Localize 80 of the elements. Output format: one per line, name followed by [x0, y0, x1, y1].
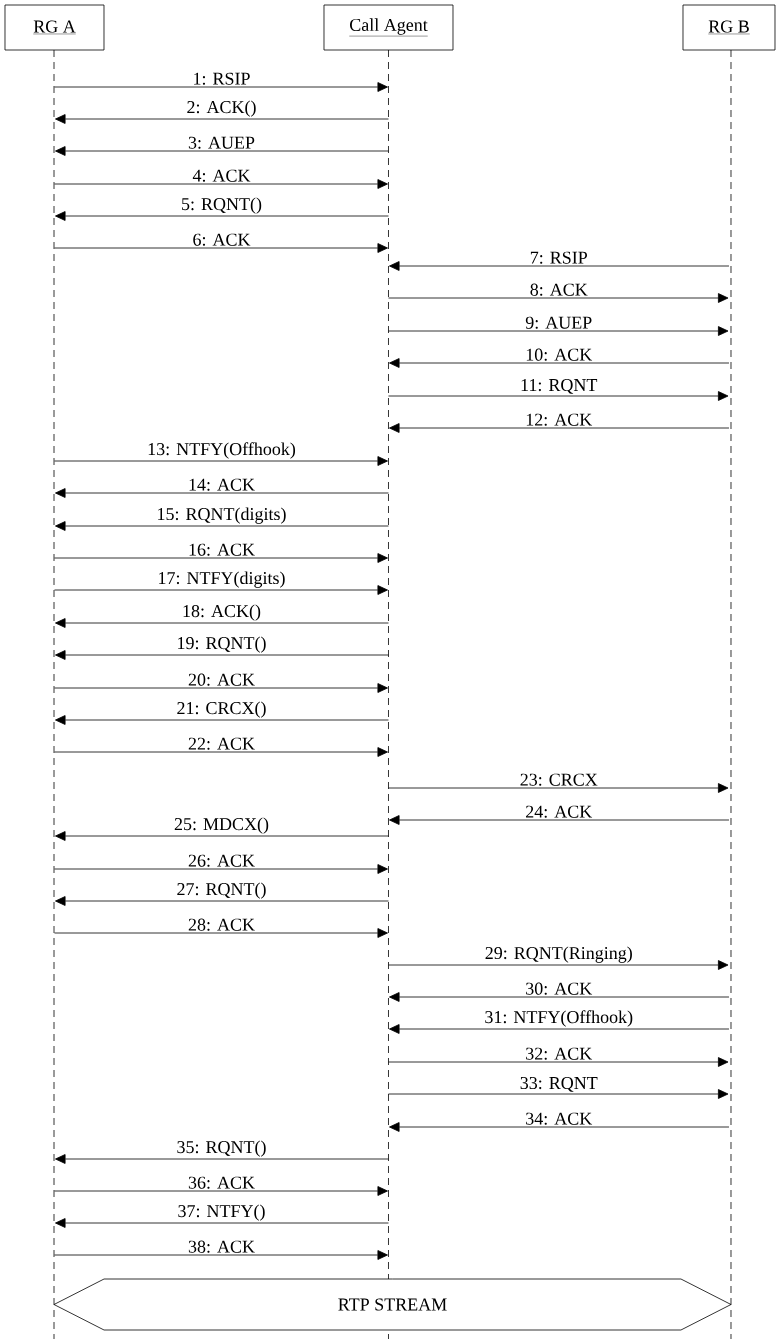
message-label: 25: MDCX() — [174, 817, 269, 834]
message-arrow — [55, 146, 389, 156]
message-label: 7: RSIP — [530, 251, 587, 264]
message-arrow — [389, 992, 730, 1002]
message-arrow — [388, 391, 729, 401]
message-arrow — [389, 815, 730, 825]
message-label: 18: ACK() — [183, 604, 261, 621]
message-label: 32: ACK — [526, 1047, 593, 1060]
message-arrow — [54, 1186, 388, 1196]
message-label: 35: RQNT() — [177, 1140, 266, 1157]
message-label: 3: AUEP — [188, 136, 255, 149]
message-arrow — [55, 1154, 389, 1164]
message-label: 30: ACK — [526, 982, 593, 995]
message-label: 1: RSIP — [194, 72, 250, 85]
message-label: 23: CRCX — [520, 773, 598, 786]
message-arrow — [55, 1218, 389, 1228]
message-arrow — [54, 683, 388, 693]
message-arrow — [54, 82, 388, 92]
message-label: 36: ACK — [188, 1176, 255, 1189]
participant-box: RG B — [682, 4, 776, 51]
message-label: 5: RQNT() — [182, 197, 262, 214]
message-label: 9: AUEP — [525, 316, 592, 329]
message-arrow — [54, 179, 388, 189]
message-arrow — [54, 585, 388, 595]
message-arrow — [54, 243, 388, 253]
message-label: 14: ACK — [189, 478, 255, 491]
message-arrow — [389, 261, 730, 271]
message-label: 20: ACK — [188, 673, 255, 686]
message-arrow — [55, 521, 389, 531]
message-arrow — [388, 1089, 729, 1099]
message-arrow — [389, 1024, 730, 1034]
message-arrow — [54, 456, 388, 466]
participant-box: Call Agent — [323, 4, 454, 51]
message-arrow — [388, 293, 729, 303]
message-label: 37: NTFY() — [178, 1204, 265, 1221]
stream-band: RTP STREAM — [53, 1278, 732, 1331]
message-arrow — [55, 114, 389, 124]
message-label: 26: ACK — [188, 854, 255, 867]
message-arrow — [55, 650, 389, 660]
message-label: 19: RQNT() — [178, 636, 266, 653]
message-label: 10: ACK — [526, 348, 593, 361]
message-arrow — [388, 783, 729, 793]
message-arrow — [54, 553, 388, 563]
message-arrow — [388, 1057, 729, 1067]
message-label: 2: ACK() — [187, 100, 256, 117]
message-arrow — [55, 896, 389, 906]
message-label: 22: ACK — [188, 737, 255, 750]
message-label: 21: CRCX() — [177, 701, 266, 718]
message-arrow — [54, 928, 388, 938]
message-label: 12: ACK — [526, 413, 593, 426]
message-arrow — [388, 326, 729, 336]
message-label: 33: RQNT — [520, 1076, 598, 1092]
message-arrow — [389, 358, 730, 368]
message-label: 31: NTFY(Offhook) — [485, 1010, 633, 1027]
message-label: 34: ACK — [526, 1112, 593, 1125]
message-arrow — [55, 618, 389, 628]
message-label: 8: ACK — [530, 283, 588, 296]
message-arrow — [389, 423, 730, 433]
message-label: 11: RQNT — [521, 378, 598, 394]
message-label: 38: ACK — [188, 1240, 255, 1253]
message-label: 24: ACK — [526, 805, 593, 818]
message-label: 6: ACK — [193, 233, 251, 246]
message-label: 28: ACK — [188, 918, 255, 931]
message-label: 13: NTFY(Offhook) — [148, 442, 296, 459]
message-arrow — [55, 715, 389, 725]
message-label: 29: RQNT(Ringing) — [485, 946, 632, 963]
message-label: 27: RQNT() — [177, 882, 266, 899]
message-label: 15: RQNT(digits) — [158, 507, 286, 524]
message-label: 17: NTFY(digits) — [159, 571, 285, 588]
message-arrow — [54, 747, 388, 757]
participant-box: RG A — [4, 4, 105, 51]
message-label: 4: ACK — [192, 169, 251, 182]
message-arrow — [55, 211, 389, 221]
message-arrow — [389, 1122, 730, 1132]
message-arrow — [54, 864, 388, 874]
message-label: 16: ACK — [189, 543, 255, 556]
message-arrow — [55, 831, 389, 841]
message-arrow — [388, 960, 729, 970]
message-arrow — [54, 1250, 388, 1260]
message-arrow — [55, 488, 389, 498]
